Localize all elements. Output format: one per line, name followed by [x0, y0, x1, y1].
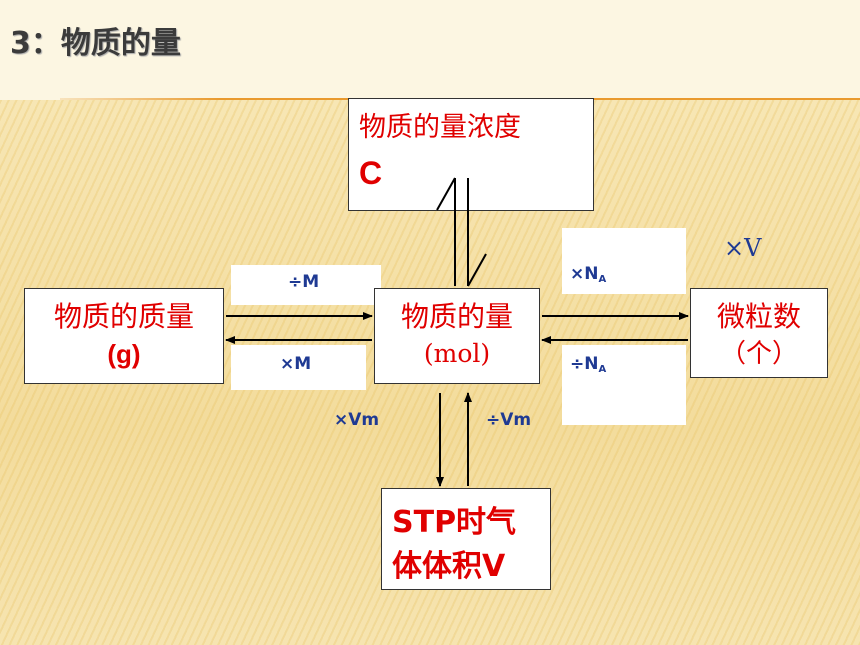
node-amount: 物质的量 (mol): [374, 288, 540, 384]
slide-title: 3：物质的量: [10, 26, 181, 61]
node-concentration-label: 物质的量浓度: [359, 112, 521, 143]
label-bg-div-m: [231, 265, 381, 305]
label-times-na: ×NA: [570, 264, 606, 285]
label-div-m: ÷M: [288, 272, 320, 292]
label-div-na-text: ÷N: [570, 354, 599, 374]
node-concentration: 物质的量浓度 C: [348, 98, 594, 211]
node-gas-volume: STP时气 体体积V: [381, 488, 551, 590]
label-times-v: ×V: [724, 234, 762, 262]
label-div-vm: ÷Vm: [486, 410, 532, 430]
label-bg-div-na: [562, 345, 686, 425]
node-concentration-symbol: C: [359, 155, 383, 191]
label-times-m: ×M: [280, 354, 312, 374]
label-times-na-text: ×N: [570, 264, 599, 284]
label-bg-times-m: [231, 345, 366, 390]
node-gas-volume-line1: STP时气: [392, 505, 517, 540]
node-particles-unit: （个）: [719, 339, 798, 369]
label-bg-times-na: [562, 228, 686, 294]
node-particles-label: 微粒数: [716, 300, 801, 333]
node-particles: 微粒数 （个）: [690, 288, 828, 378]
label-div-na-sub: A: [598, 364, 607, 375]
node-mass-label: 物质的质量: [53, 300, 194, 333]
node-mass-unit: (g): [107, 339, 141, 369]
label-times-na-sub: A: [598, 274, 607, 285]
node-gas-volume-line2: 体体积V: [392, 549, 506, 584]
node-amount-unit: (mol): [423, 339, 491, 368]
node-mass: 物质的质量 (g): [24, 288, 224, 384]
label-times-vm: ×Vm: [334, 410, 380, 430]
header-background: [0, 0, 860, 100]
label-div-na: ÷NA: [570, 354, 606, 375]
node-amount-label: 物质的量: [400, 300, 513, 333]
